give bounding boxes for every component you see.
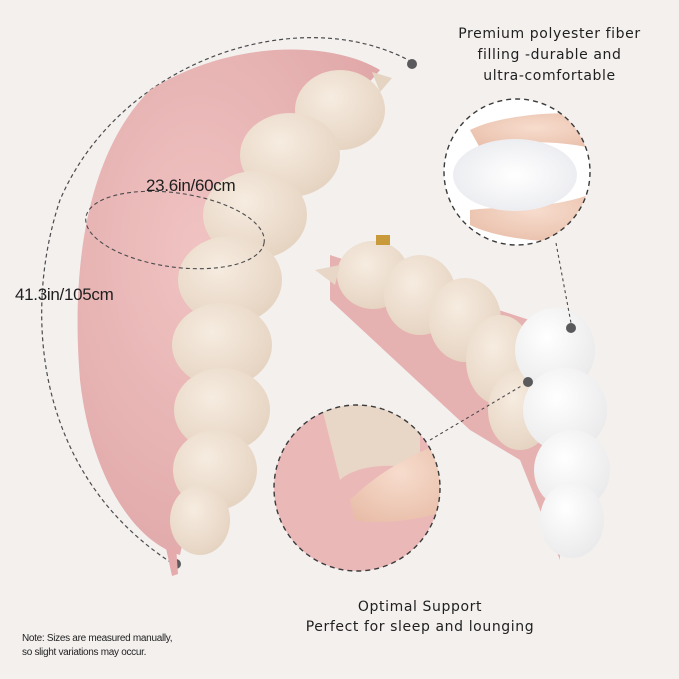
main-pillow [77,49,392,576]
filling-caption-line: filling -durable and [477,47,622,63]
filling-feature-caption: Premium polyester fiber filling -durable… [420,24,679,87]
support-caption-title: Optimal Support [357,599,483,615]
filling-caption-line: ultra-comfortable [483,68,616,84]
note-line: so slight variations may occur. [22,647,147,658]
open-pillow [315,235,610,560]
width-dimension-ellipse [85,190,265,270]
support-detail-circle [273,377,533,572]
length-dimension-label: 41.3in/105cm [15,285,114,304]
note-line: Note: Sizes are measured manually, [22,633,173,644]
filling-detail-circle [443,98,591,333]
support-feature-caption: Optimal Support Perfect for sleep and lo… [280,597,560,637]
size-note: Note: Sizes are measured manually, so sl… [22,632,173,660]
filling-caption-line: Premium polyester fiber [458,26,641,42]
width-dimension-label: 23.6in/60cm [146,176,236,195]
support-caption-subtitle: Perfect for sleep and lounging [305,619,535,635]
